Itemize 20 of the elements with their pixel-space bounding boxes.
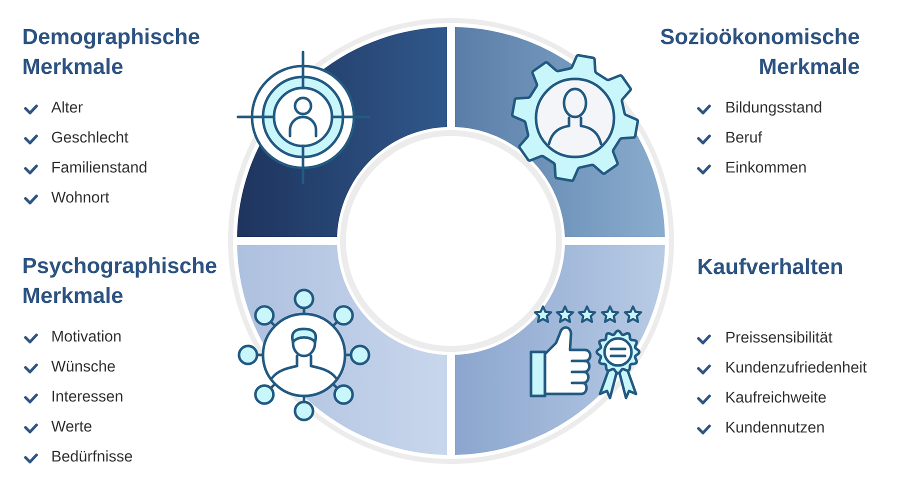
list-item: Einkommen [726,161,806,173]
list-item: Werte [51,420,92,432]
list-item: Preissensibilität [726,331,832,343]
list-item: Kaufreichweite [726,391,826,403]
list-item: Motivation [52,330,121,342]
heading: Kaufverhalten [698,258,842,274]
list-item: Alter [51,101,83,113]
list-item: Familienstand [52,161,146,173]
list-item: Beruf [726,131,762,143]
list-item: Kundenzufriedenheit [726,361,867,373]
list-item: Wünsche [51,360,115,372]
heading: Psychographische Merkmale [24,257,216,304]
heading: Demographische Merkmale [24,28,200,74]
heading: Sozioökonomische Merkmale [660,28,860,74]
list-item: Wohnort [51,191,110,203]
list-item: Kundennutzen [726,421,824,433]
list-item: Interessen [52,390,122,402]
list-item: Bedürfnisse [52,450,132,462]
list-item: Bildungsstand [726,101,822,116]
list-item: Geschlecht [52,131,128,143]
